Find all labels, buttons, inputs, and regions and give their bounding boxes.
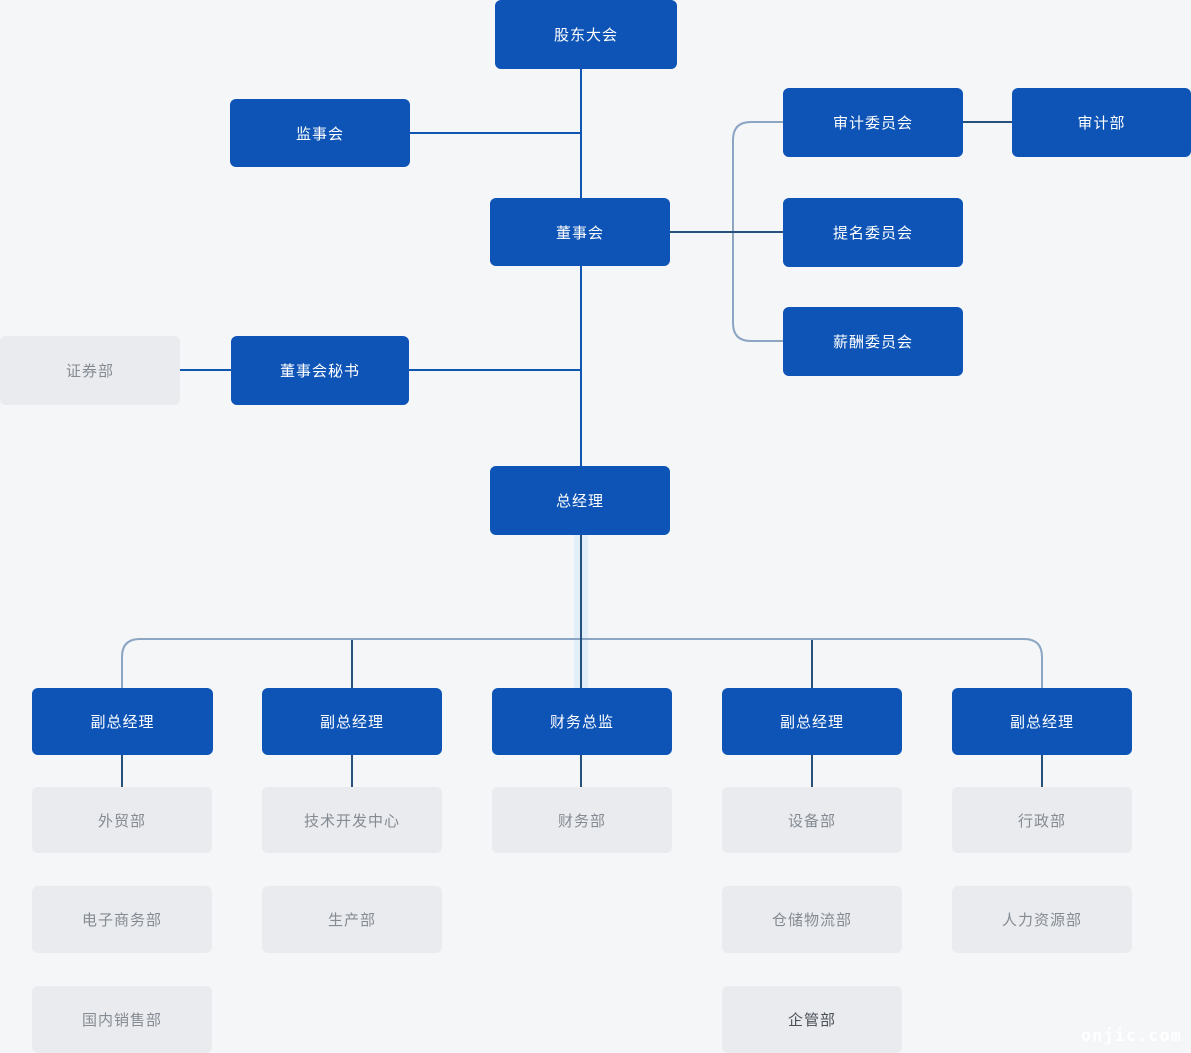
- node-label: 电子商务部: [81, 912, 162, 929]
- node-label: 提名委员会: [832, 225, 913, 242]
- node-label: 外贸部: [97, 812, 146, 830]
- node-label: 国内销售部: [81, 1012, 162, 1029]
- connector-deputy3-equipment: [811, 755, 813, 787]
- node-remuneration-committee[interactable]: 薪酬委员会: [783, 307, 963, 376]
- node-hr-dept[interactable]: 人力资源部: [952, 886, 1132, 953]
- node-deputy-gm-3[interactable]: 副总经理: [722, 688, 902, 755]
- node-label: 董事会秘书: [279, 363, 360, 380]
- node-deputy-gm-4[interactable]: 副总经理: [952, 688, 1132, 755]
- node-label: 副总经理: [1009, 714, 1074, 731]
- node-nomination-committee[interactable]: 提名委员会: [783, 198, 963, 267]
- node-label: 股东大会: [553, 27, 618, 44]
- connector-secretary-trunk: [409, 369, 581, 371]
- connector-shareholders-board: [580, 69, 582, 198]
- node-label: 副总经理: [319, 714, 384, 731]
- connector-deputy1-foreigntrade: [121, 755, 123, 787]
- node-label: 董事会: [555, 224, 604, 242]
- node-label: 监事会: [295, 125, 344, 143]
- node-finance-dept[interactable]: 财务部: [492, 787, 672, 853]
- connector-gm-branch: [121, 638, 1043, 688]
- connector-gm-cfo: [580, 535, 582, 688]
- node-ecommerce-dept[interactable]: 电子商务部: [32, 886, 212, 953]
- node-admin-dept[interactable]: 行政部: [952, 787, 1132, 853]
- node-audit-committee[interactable]: 审计委员会: [783, 88, 963, 157]
- connector-supervisory-trunk: [410, 132, 581, 134]
- node-label: 人力资源部: [1001, 912, 1082, 929]
- connector-cfo-financedept: [580, 755, 582, 787]
- node-enterprise-mgmt-dept[interactable]: 企管部: [722, 986, 902, 1053]
- node-label: 财务部: [557, 812, 606, 830]
- node-general-manager[interactable]: 总经理: [490, 466, 670, 535]
- node-shareholders-meeting[interactable]: 股东大会: [495, 0, 677, 69]
- node-supervisory-board[interactable]: 监事会: [230, 99, 410, 167]
- node-production-dept[interactable]: 生产部: [262, 886, 442, 953]
- connector-branch-drop-deputy2: [351, 640, 353, 688]
- node-warehouse-logistics-dept[interactable]: 仓储物流部: [722, 886, 902, 953]
- node-label: 审计部: [1077, 115, 1126, 132]
- node-label: 生产部: [327, 912, 376, 929]
- node-label: 设备部: [787, 812, 836, 830]
- node-label: 企管部: [787, 1012, 836, 1029]
- node-equipment-dept[interactable]: 设备部: [722, 787, 902, 853]
- connector-board-nomination: [670, 231, 783, 233]
- node-label: 证券部: [65, 363, 114, 380]
- connector-auditcommittee-auditdept: [963, 121, 1012, 123]
- connector-securities-secretary: [180, 369, 231, 371]
- node-audit-department[interactable]: 审计部: [1012, 88, 1191, 157]
- connector-deputy2-techcenter: [351, 755, 353, 787]
- node-deputy-gm-1[interactable]: 副总经理: [32, 688, 213, 755]
- node-label: 仓储物流部: [771, 912, 852, 929]
- node-label: 总经理: [555, 493, 604, 510]
- watermark: onjic.com: [1080, 1026, 1182, 1046]
- connector-board-gm: [580, 266, 582, 466]
- connector-branch-drop-deputy3: [811, 640, 813, 688]
- node-label: 薪酬委员会: [832, 334, 913, 351]
- node-deputy-gm-2[interactable]: 副总经理: [262, 688, 442, 755]
- node-label: 副总经理: [90, 714, 155, 731]
- node-board-of-directors[interactable]: 董事会: [490, 198, 670, 266]
- node-board-secretary[interactable]: 董事会秘书: [231, 336, 409, 405]
- node-label: 财务总监: [549, 714, 614, 731]
- node-securities-department[interactable]: 证券部: [0, 336, 180, 405]
- node-domestic-sales-dept[interactable]: 国内销售部: [32, 986, 212, 1053]
- node-tech-development-center[interactable]: 技术开发中心: [262, 787, 442, 853]
- node-foreign-trade-dept[interactable]: 外贸部: [32, 787, 212, 853]
- node-label: 技术开发中心: [303, 812, 400, 830]
- connector-deputy4-admin: [1041, 755, 1043, 787]
- node-label: 审计委员会: [832, 115, 913, 132]
- node-label: 副总经理: [779, 714, 844, 731]
- node-label: 行政部: [1017, 812, 1066, 830]
- node-finance-director[interactable]: 财务总监: [492, 688, 672, 755]
